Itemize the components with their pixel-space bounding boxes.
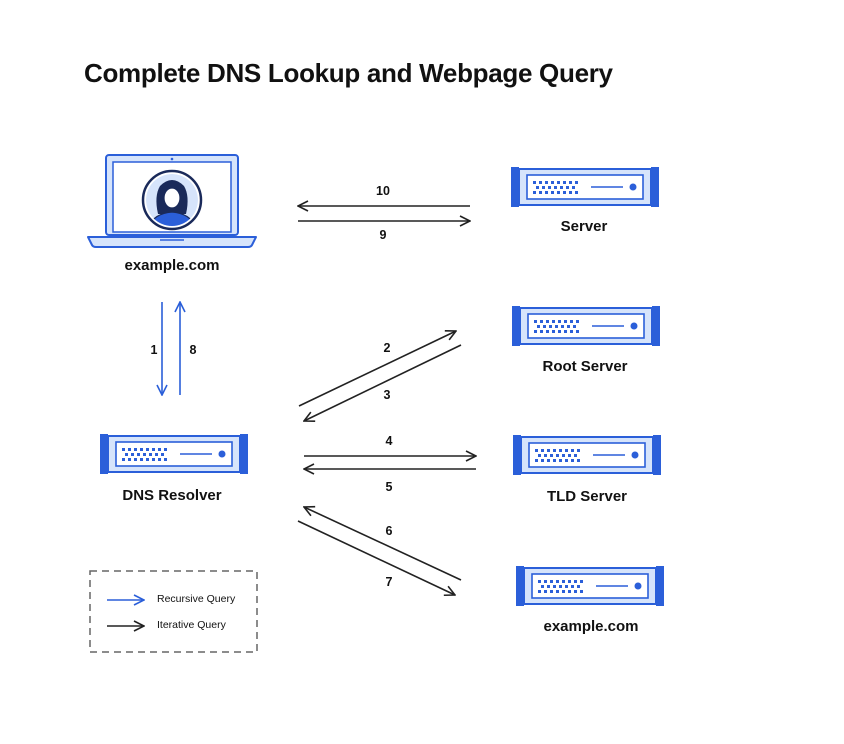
step-1-label: 1	[150, 343, 158, 357]
root-server-label: Root Server	[542, 358, 628, 375]
client-label: example.com	[124, 257, 220, 274]
tld-server-icon	[512, 434, 662, 476]
authoritative-server-label: example.com	[543, 618, 639, 635]
step-2-label: 2	[383, 341, 391, 355]
step-9-label: 9	[379, 228, 387, 242]
authoritative-server-icon	[515, 565, 665, 607]
step-4-label: 4	[385, 434, 393, 448]
step-10-label: 10	[376, 184, 390, 198]
user-avatar-icon	[141, 169, 203, 231]
legend-recursive-label: Recursive Query	[157, 593, 236, 605]
dns-resolver-icon	[99, 433, 249, 475]
server-icon	[510, 166, 660, 208]
step-3-label: 3	[383, 388, 391, 402]
step-5-label: 5	[385, 480, 393, 494]
arrow-step-6	[304, 507, 462, 581]
arrow-step-7	[297, 520, 455, 595]
step-8-label: 8	[189, 343, 197, 357]
tld-server-label: TLD Server	[546, 488, 628, 505]
arrow-step-2	[298, 331, 456, 407]
step-7-label: 7	[385, 575, 393, 589]
arrow-step-3	[304, 344, 462, 421]
legend-iterative-label: Iterative Query	[157, 619, 226, 631]
diagram-title: Complete DNS Lookup and Webpage Query	[84, 58, 613, 88]
root-server-icon	[511, 305, 661, 347]
dns-resolver-label: DNS Resolver	[122, 487, 222, 504]
step-6-label: 6	[385, 524, 393, 538]
server-label: Server	[560, 218, 608, 235]
legend-box	[89, 570, 258, 653]
